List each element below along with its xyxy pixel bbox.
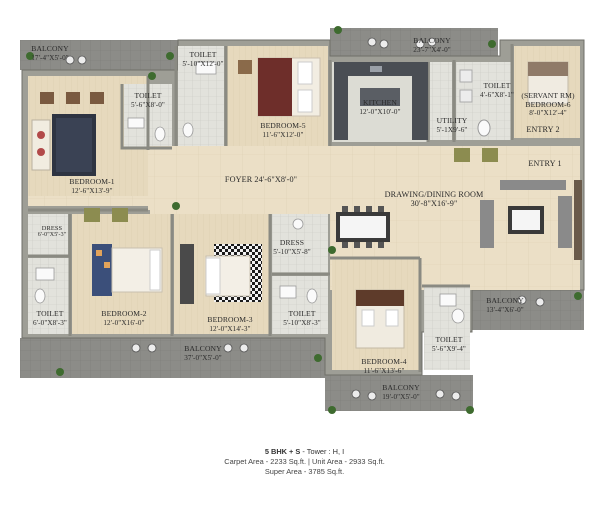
balcony-ne [330, 28, 498, 56]
balcony-nw [20, 40, 178, 70]
label-entry1: ENTRY 1 [528, 159, 562, 168]
utility-fixtures [459, 69, 491, 137]
super-area-line: Super Area - 3785 Sq.ft. [264, 467, 345, 476]
balcony-b4 [325, 375, 473, 411]
dining-table [336, 206, 390, 248]
bed-bedroom3 [180, 244, 262, 304]
unit-info: 5 BHK + S - Tower : H, I Carpet Area - 2… [0, 447, 609, 477]
balcony-s [20, 338, 325, 378]
bed-bedroom6 [527, 61, 569, 105]
inner-walls [28, 44, 514, 372]
bed-bedroom2 [92, 244, 163, 296]
balconies [20, 28, 584, 411]
label-entry2: ENTRY 2 [526, 125, 560, 134]
bed-bedroom4 [355, 289, 405, 349]
living-sofa [480, 180, 582, 260]
balcony-e [472, 288, 584, 330]
plants [26, 26, 582, 414]
foyer-chairs [84, 148, 498, 222]
bed-bedroom5 [238, 57, 321, 117]
label-foyer: FOYER 24'-6"X8'-0" [224, 175, 298, 184]
unit-type: 5 BHK + S - Tower : H, I [264, 447, 345, 456]
area-line: Carpet Area - 2233 Sq.ft. | Unit Area - … [224, 457, 385, 466]
kitchen-counters [334, 62, 428, 140]
bed-bedroom1 [31, 92, 104, 176]
toilet-fixtures [34, 61, 465, 324]
balcony-furniture [65, 37, 545, 401]
floor-plan [20, 26, 585, 414]
